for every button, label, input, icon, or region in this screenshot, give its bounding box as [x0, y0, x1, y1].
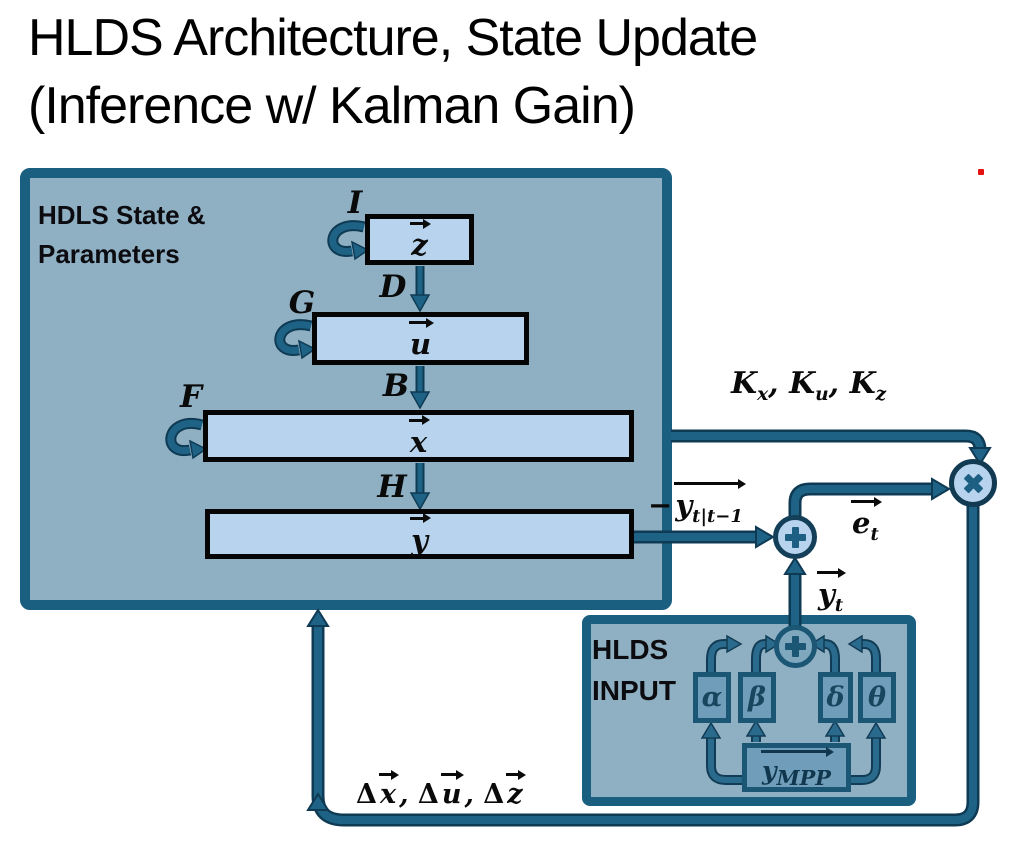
y-vector-label: y	[408, 512, 431, 557]
matrix-label-F: F	[179, 379, 203, 415]
param-box-alpha: α	[693, 672, 731, 723]
mpp-box: yMPP	[742, 743, 851, 792]
input-heading-line-1: HLDS	[592, 634, 669, 665]
delta-u-vector: u	[439, 768, 465, 810]
mpp-vector-label: yMPP	[759, 745, 834, 790]
sum-node	[773, 515, 817, 559]
observation-label: yt	[815, 566, 847, 616]
title-line-2: (Inference w/ Kalman Gain)	[28, 77, 636, 135]
param-box-beta: β	[738, 672, 776, 723]
observation-vector: yt	[815, 566, 847, 616]
prediction-label: −yt|t−1	[648, 477, 746, 527]
matrix-label-G: G	[288, 285, 316, 321]
param-box-theta: θ	[858, 672, 896, 723]
plus-icon	[785, 636, 806, 657]
matrix-label-H: H	[377, 469, 407, 505]
kalman-gain-label: Kx, Ku, Kz	[731, 366, 887, 405]
state-node-y: y	[205, 509, 634, 559]
page-title: HLDS Architecture, State Update (Inferen…	[28, 4, 758, 140]
input-panel-heading: HLDS INPUT	[592, 629, 676, 711]
state-node-x: x	[203, 410, 634, 462]
error-vector: et	[849, 495, 882, 545]
matrix-label-I: I	[347, 185, 363, 221]
multiply-icon	[958, 468, 988, 498]
delta-x-vector: x	[377, 768, 400, 810]
matrix-label-B: B	[382, 368, 410, 404]
title-line-1: HLDS Architecture, State Update	[28, 9, 758, 67]
error-label: et	[849, 495, 882, 545]
x-vector-label: x	[407, 414, 431, 459]
z-vector-label: z	[408, 217, 432, 262]
input-heading-line-2: INPUT	[592, 675, 676, 706]
state-heading-line-1: HDLS State &	[38, 200, 206, 230]
matrix-label-D: D	[379, 269, 407, 305]
state-panel-heading: HDLS State & Parameters	[38, 196, 206, 274]
state-heading-line-2: Parameters	[38, 239, 180, 269]
edge-kalman-gain	[671, 429, 992, 466]
u-vector-label: u	[407, 316, 435, 361]
state-node-u: u	[312, 312, 529, 365]
param-box-delta: δ	[818, 672, 853, 723]
red-dot	[978, 169, 984, 175]
prediction-vector: yt|t−1	[672, 477, 746, 527]
delta-z-vector: z	[504, 768, 526, 810]
product-node	[949, 459, 997, 507]
plus-icon	[784, 526, 806, 548]
state-node-z: z	[365, 214, 474, 265]
input-sum-node	[774, 625, 817, 668]
